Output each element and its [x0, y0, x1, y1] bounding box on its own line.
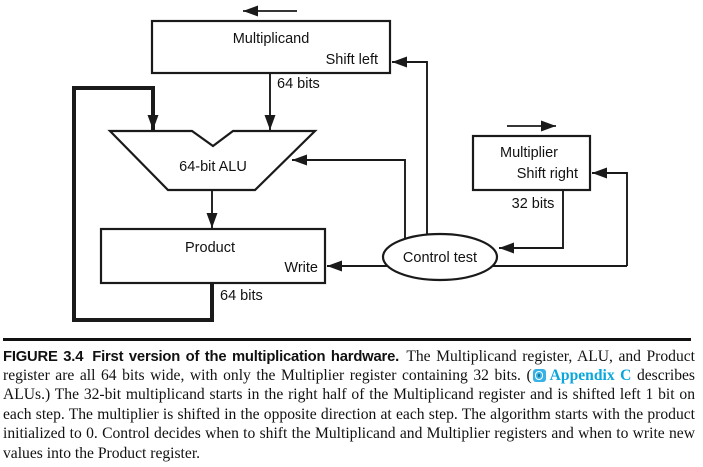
multiplier-register-box	[471, 134, 592, 192]
cd-media-icon[interactable]	[532, 368, 546, 382]
appendix-c-link[interactable]: Appendix C	[549, 366, 632, 384]
product-label: Product	[185, 240, 235, 256]
alu-label: 64-bit ALU	[179, 159, 247, 175]
cd-ring-icon	[534, 371, 544, 380]
control-test-ellipse	[381, 232, 499, 282]
control-shift-left-wire	[392, 56, 428, 252]
multiplier-to-control-wire	[499, 190, 564, 254]
multiplier-shift-right-label: Shift right	[517, 166, 578, 182]
product-write-label: Write	[284, 260, 318, 276]
figure-number: FIGURE 3.4	[3, 348, 84, 365]
caption-text: FIGURE 3.4 First version of the multiplic…	[3, 347, 695, 464]
multiplication-hardware-diagram: Multiplicand Shift left 64 bits 64-bit A…	[72, 5, 628, 322]
product-bus-width-label: 64 bits	[220, 288, 263, 304]
caption-body-end: describes ALUs.) The 32-bit multiplicand…	[3, 366, 695, 462]
control-to-alu-wire	[292, 154, 406, 252]
multiplier-label: Multiplier	[500, 145, 558, 161]
multiplicand-label: Multiplicand	[233, 31, 310, 47]
multiplicand-bus-width-label: 64 bits	[277, 76, 320, 92]
cd-center-dot-icon	[538, 374, 541, 377]
caption-divider	[3, 338, 691, 341]
multiplicand-shift-left-label: Shift left	[326, 52, 378, 68]
alu-shape	[107, 129, 318, 192]
product-to-alu-feedback-wire	[72, 86, 214, 322]
multiplier-bus-width-label: 32 bits	[512, 196, 555, 212]
multiplicand-register-box	[150, 19, 392, 75]
control-test-label: Control test	[403, 250, 477, 266]
figure-caption: FIGURE 3.4 First version of the multiplic…	[3, 338, 695, 463]
product-register-box	[99, 227, 327, 285]
caption-body-start: The Multiplicand register, ALU, and Prod…	[3, 347, 696, 384]
figure-title: First version of the multiplication hard…	[92, 348, 400, 365]
control-shift-right-wire	[592, 167, 628, 266]
